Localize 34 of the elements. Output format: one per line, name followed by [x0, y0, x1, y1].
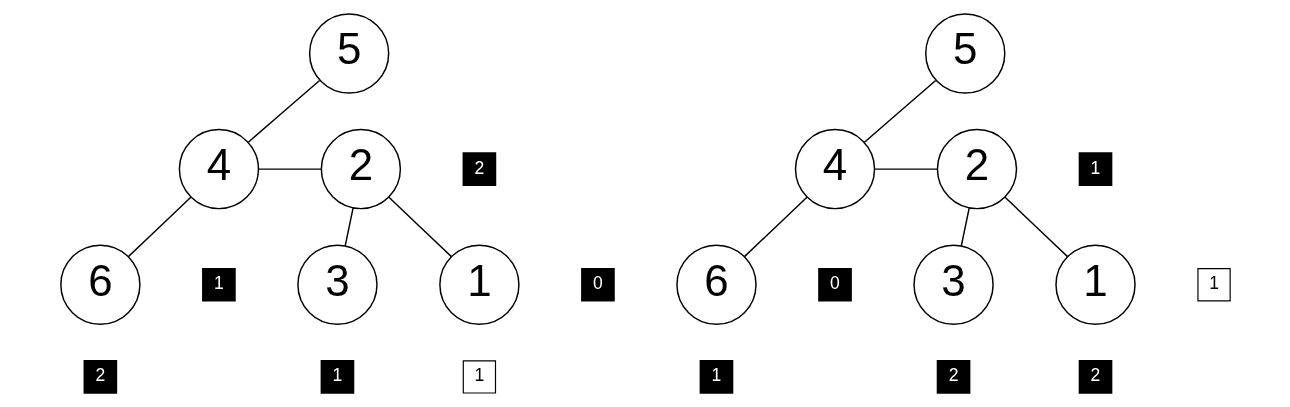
node-box: 0 [580, 267, 615, 302]
node-box: 2 [83, 360, 117, 394]
node-box: 1 [1196, 268, 1231, 302]
connector [1003, 196, 1068, 258]
connector [863, 79, 936, 143]
node-box: 2 [936, 360, 970, 394]
node-circle: 2 [936, 128, 1017, 210]
node-circle: 1 [1054, 244, 1136, 325]
connector [743, 196, 808, 258]
node-circle: 2 [320, 128, 401, 210]
node-circle: 6 [675, 244, 757, 325]
node-box: 2 [1078, 360, 1112, 394]
node-circle: 5 [308, 13, 389, 94]
node-circle: 5 [924, 13, 1005, 94]
connector [387, 196, 452, 258]
connector [257, 168, 322, 170]
node-circle: 4 [794, 128, 875, 210]
node-circle: 4 [178, 128, 259, 210]
node-box: 1 [462, 360, 496, 394]
connector [960, 207, 970, 247]
node-circle: 1 [438, 244, 520, 325]
node-box: 1 [699, 360, 733, 394]
connector [873, 168, 938, 170]
node-box: 0 [817, 267, 852, 302]
node-circle: 6 [59, 244, 141, 325]
connector [343, 207, 354, 247]
node-circle: 3 [912, 244, 994, 325]
node-box: 1 [320, 360, 354, 394]
node-circle: 3 [296, 244, 378, 325]
connector [247, 79, 320, 143]
node-box: 2 [462, 152, 496, 186]
connector [127, 196, 192, 258]
node-box: 1 [1078, 152, 1112, 186]
node-box: 1 [201, 267, 236, 302]
